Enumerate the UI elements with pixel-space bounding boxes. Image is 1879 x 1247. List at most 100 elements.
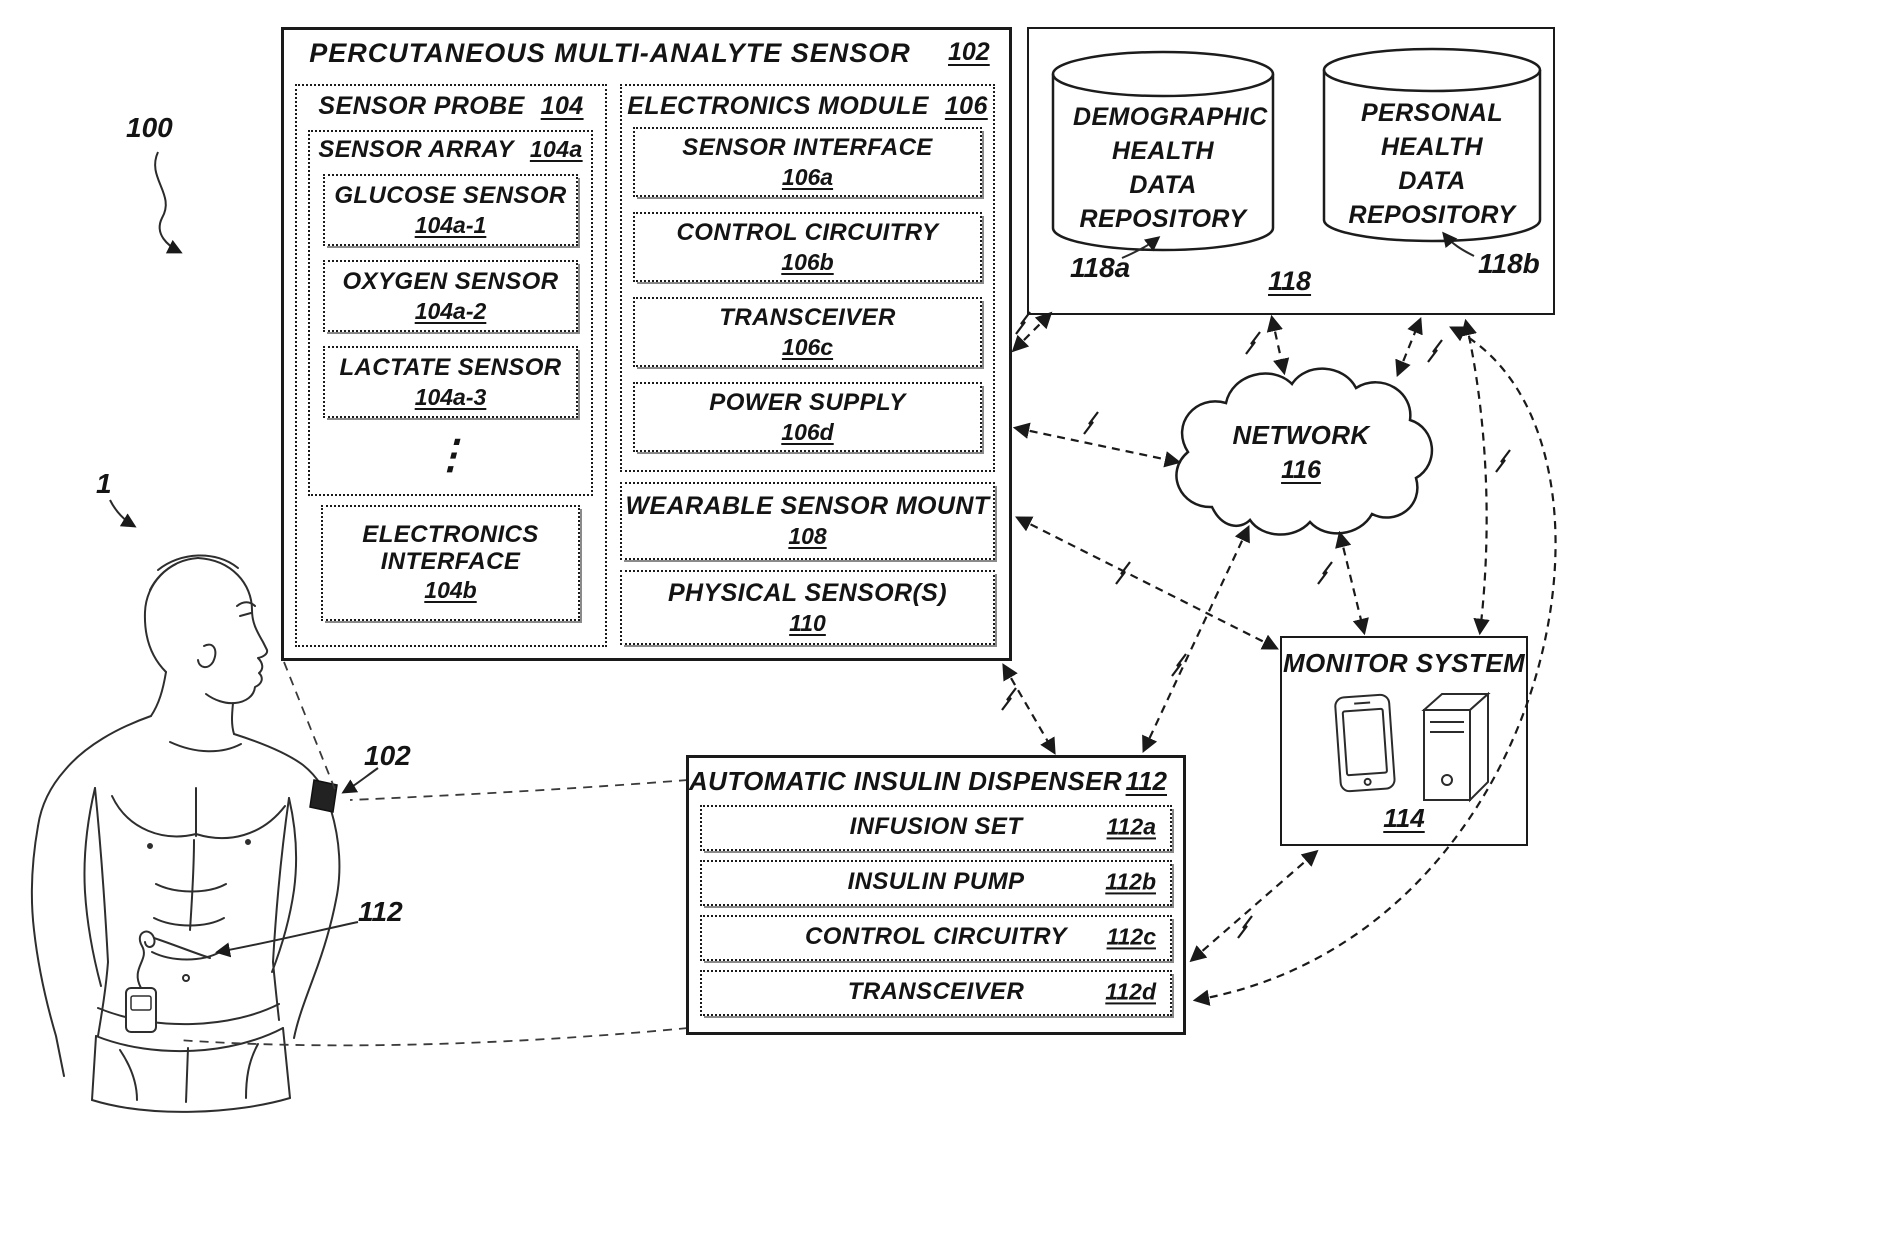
- personal-line-1: PERSONAL: [1360, 99, 1504, 127]
- transceiver-box: TRANSCEIVER 106c: [633, 297, 982, 367]
- physical-sensors-box: PHYSICAL SENSOR(S) 110: [620, 570, 995, 645]
- arm-sensor-patch-icon: [309, 779, 338, 813]
- monitor-system-box: MONITOR SYSTEM 114: [1280, 636, 1528, 846]
- smartphone-icon: [1334, 693, 1396, 793]
- sensor-interface-label: SENSOR INTERFACE: [682, 133, 933, 161]
- demographic-line-1: DEMOGRAPHIC: [1073, 103, 1268, 131]
- dispenser-control-circuitry-label: CONTROL CIRCUITRY: [805, 922, 1067, 950]
- figure-ref-100: 100: [126, 112, 173, 143]
- repositories-box: [1027, 27, 1555, 315]
- lactate-sensor-label: LACTATE SENSOR: [339, 353, 562, 381]
- sensor-interface-box: SENSOR INTERFACE 106a: [633, 127, 982, 197]
- lactate-sensor-ref: 104a-3: [414, 383, 487, 410]
- physical-sensors-label: PHYSICAL SENSOR(S): [667, 578, 947, 607]
- figure-ref-1: 1: [96, 468, 112, 499]
- network-ref: 116: [1281, 456, 1321, 484]
- ref-118a-leader: [1121, 236, 1161, 259]
- power-supply-label: POWER SUPPLY: [709, 388, 906, 416]
- personal-repository-label: PERSONAL HEALTH DATA REPOSITORY: [1344, 96, 1520, 232]
- personal-line-2: HEALTH: [1381, 133, 1483, 161]
- dispenser-transceiver-ref: 112d: [1105, 978, 1156, 1005]
- dispenser-transceiver-box: TRANSCEIVER 112d: [700, 970, 1172, 1016]
- waist-insulin-pump-icon: [125, 930, 211, 1033]
- monitor-system-title: MONITOR SYSTEM: [1282, 648, 1526, 678]
- electronics-module-header: ELECTRONICS MODULE 106: [620, 92, 995, 121]
- transceiver-ref: 106c: [781, 333, 834, 360]
- sensor-system-ref: 102: [948, 38, 990, 66]
- dispenser-to-patch-leader: [349, 779, 689, 801]
- insulin-pump-ref: 112b: [1105, 868, 1156, 895]
- infusion-set-box: INFUSION SET 112a: [700, 805, 1172, 851]
- transceiver-label: TRANSCEIVER: [719, 303, 896, 331]
- insulin-pump-label: INSULIN PUMP: [847, 867, 1025, 895]
- personal-line-4: REPOSITORY: [1348, 201, 1516, 229]
- wearable-sensor-mount-label: WEARABLE SENSOR MOUNT: [625, 492, 990, 520]
- electronics-module-title: ELECTRONICS MODULE: [627, 92, 929, 120]
- lactate-sensor-box: LACTATE SENSOR 104a-3: [323, 346, 578, 418]
- insulin-dispenser-title: AUTOMATIC INSULIN DISPENSER: [689, 766, 1123, 796]
- computer-tower-icon: [1421, 691, 1491, 803]
- power-supply-box: POWER SUPPLY 106d: [633, 382, 982, 452]
- oxygen-sensor-label: OXYGEN SENSOR: [342, 267, 559, 295]
- sensor-probe-ref: 104: [540, 92, 584, 120]
- sensor-array-header: SENSOR ARRAY 104a: [308, 136, 593, 164]
- oxygen-sensor-ref: 104a-2: [414, 297, 487, 324]
- human-figure-sketch: [30, 554, 341, 1113]
- ref-100-squiggle-arrow: [154, 151, 183, 254]
- network-ref-wrap: 116: [1216, 456, 1386, 485]
- infusion-set-ref: 112a: [1106, 813, 1156, 840]
- ref-1-arrow: [109, 499, 137, 528]
- electronics-module-ref: 106: [944, 92, 988, 120]
- sensor-array-title: SENSOR ARRAY: [318, 136, 514, 163]
- sensor-probe-title: SENSOR PROBE: [318, 92, 525, 120]
- control-circuitry-label: CONTROL CIRCUITRY: [676, 218, 939, 246]
- demographic-repository-ref: 118a: [1070, 252, 1131, 283]
- insulin-dispenser-ref-wrap: 112: [1126, 766, 1167, 797]
- monitor-system-ref: 114: [1383, 803, 1425, 833]
- glucose-sensor-ref: 104a-1: [414, 211, 487, 238]
- personal-repository-cylinder-icon: [1322, 47, 1542, 243]
- electronics-interface-label: ELECTRONICS INTERFACE: [362, 520, 539, 575]
- sensor-probe-header: SENSOR PROBE 104: [295, 92, 607, 121]
- wireless-links: [1002, 311, 1557, 1006]
- sensor-system-box: [281, 27, 1012, 661]
- insulin-dispenser-box: AUTOMATIC INSULIN DISPENSER 112: [686, 755, 1186, 1035]
- ref-102-arrow: [341, 767, 379, 794]
- dispenser-control-circuitry-ref: 112c: [1106, 923, 1156, 950]
- repositories-ref: 118: [1268, 266, 1312, 296]
- monitor-system-ref-wrap: 114: [1282, 803, 1526, 834]
- power-supply-ref: 106d: [781, 418, 834, 445]
- ref-118b-leader: [1442, 231, 1475, 257]
- dispenser-transceiver-label: TRANSCEIVER: [847, 977, 1025, 1005]
- insulin-dispenser-ref: 112: [1125, 766, 1167, 796]
- electronics-interface-ref: 104b: [424, 577, 477, 604]
- personal-repository-ref: 118b: [1478, 248, 1540, 279]
- demographic-repository-cylinder-icon: [1051, 50, 1275, 252]
- control-circuitry-ref: 106b: [781, 248, 834, 275]
- dispenser-control-circuitry-box: CONTROL CIRCUITRY 112c: [700, 915, 1172, 961]
- wearable-sensor-mount-box: WEARABLE SENSOR MOUNT 108: [620, 482, 995, 560]
- insulin-pump-box: INSULIN PUMP 112b: [700, 860, 1172, 906]
- network-label: NETWORK: [1232, 420, 1370, 450]
- ref-112-arrow: [215, 921, 359, 958]
- monitor-devices-art: [1334, 691, 1491, 803]
- sensor-array-ellipsis: ⋮: [430, 433, 471, 477]
- wearable-sensor-mount-ref: 108: [788, 523, 827, 549]
- demographic-repository-label: DEMOGRAPHIC HEALTH DATA REPOSITORY: [1073, 100, 1268, 236]
- network-cloud-icon: [1175, 367, 1433, 536]
- sensor-array-ref: 104a: [529, 136, 583, 162]
- dispenser-to-pump-leader: [177, 1027, 689, 1047]
- demographic-line-4: REPOSITORY: [1079, 205, 1247, 233]
- control-circuitry-box: CONTROL CIRCUITRY 106b: [633, 212, 982, 282]
- physical-sensors-ref: 110: [789, 609, 826, 636]
- glucose-sensor-label: GLUCOSE SENSOR: [334, 181, 567, 209]
- body-sensor-ref-102: 102: [364, 740, 411, 771]
- body-pump-ref-112: 112: [358, 896, 403, 927]
- personal-line-3: DATA: [1398, 167, 1466, 195]
- demographic-line-3: DATA: [1129, 171, 1197, 199]
- electronics-interface-box: ELECTRONICS INTERFACE 104b: [321, 505, 580, 621]
- demographic-line-2: HEALTH: [1112, 137, 1214, 165]
- sensor-box-to-patch-leader: [283, 661, 337, 793]
